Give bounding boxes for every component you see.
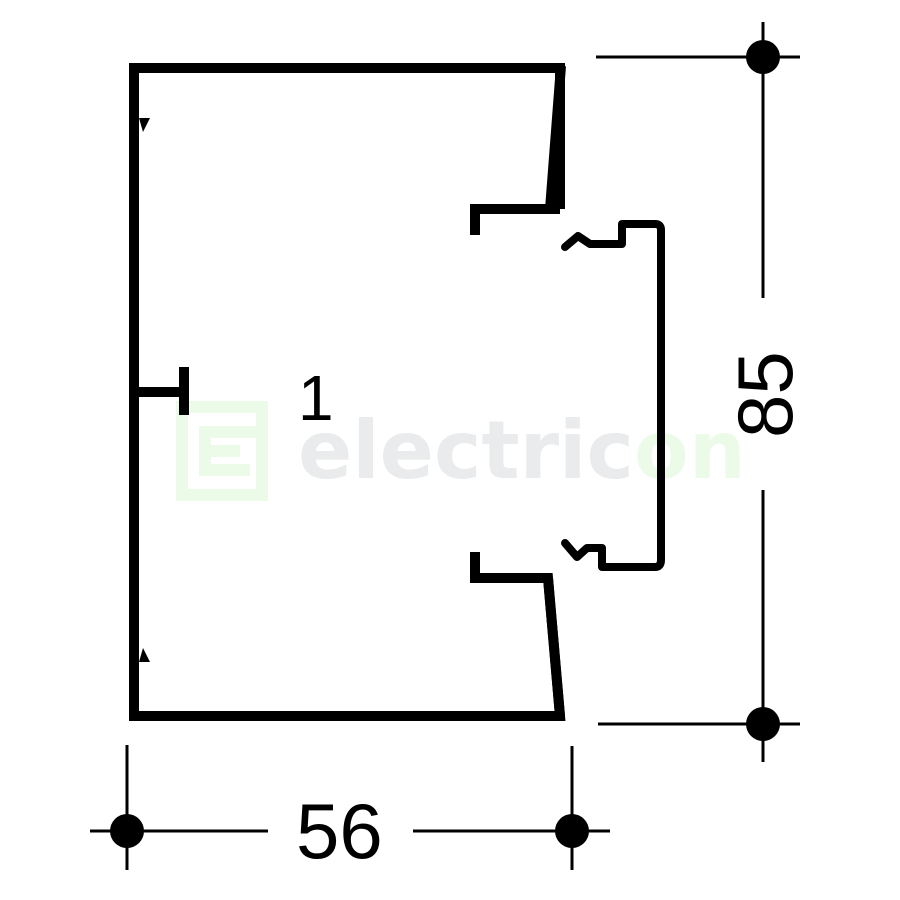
watermark-logo-icon [176,401,268,501]
trunking-body-right-edge-bottom [543,577,565,717]
dimension-width: 56 [90,745,610,875]
dimension-height: 85 [596,22,809,762]
left-wall-notch-bottom [139,648,150,662]
watermark: electricon [176,401,746,501]
cover-profile [561,220,665,571]
watermark-text: electricon [298,404,746,497]
left-wall-notch-top [139,118,150,132]
dimension-width-value: 56 [296,787,383,875]
watermark-text-accent: on [634,404,746,497]
dimension-height-value: 85 [721,351,809,438]
dimension-dot-left [110,814,144,848]
partition-stub [139,367,189,415]
trunking-body-right-edge-top [545,65,566,210]
dimension-dot-top [746,40,780,74]
dimension-dot-bottom [746,707,780,741]
trunking-body-outline [129,63,566,721]
watermark-text-primary: electric [298,404,634,497]
dimension-dot-right [555,814,589,848]
part-label: 1 [298,362,334,434]
